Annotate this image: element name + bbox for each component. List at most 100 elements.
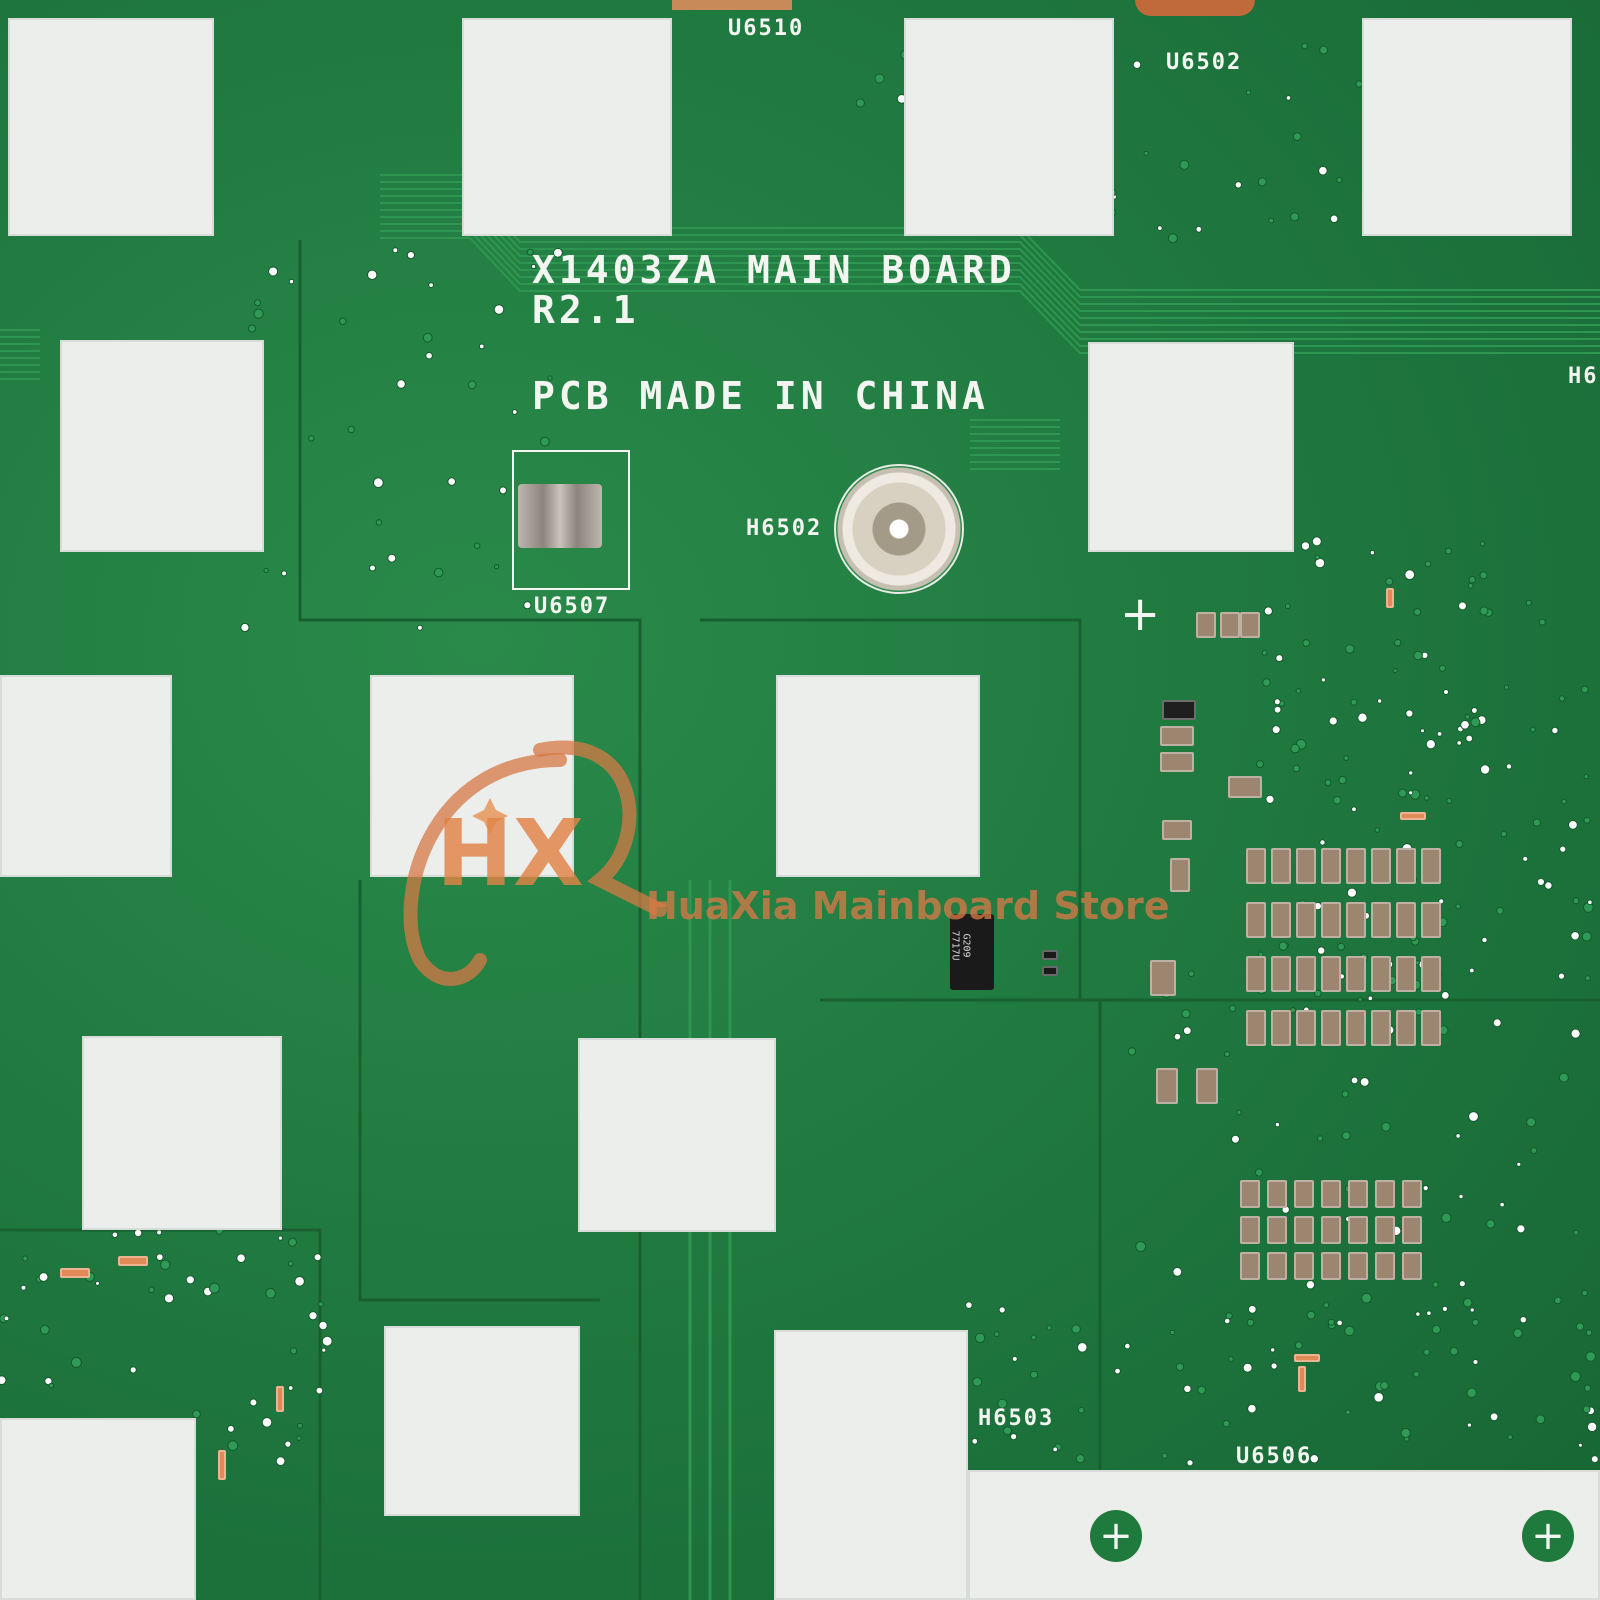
via	[1583, 816, 1591, 824]
capacitor	[1396, 902, 1416, 938]
via	[1186, 1459, 1194, 1467]
capacitor	[1240, 1216, 1260, 1244]
resistor	[1162, 700, 1196, 720]
via	[1305, 1280, 1316, 1290]
via	[1003, 1426, 1012, 1436]
via	[1408, 790, 1414, 796]
via	[1570, 1371, 1581, 1382]
pcb-trace	[380, 174, 1600, 291]
via	[375, 519, 383, 526]
capacitor	[1246, 902, 1266, 938]
via	[1584, 1384, 1592, 1392]
via	[1568, 820, 1578, 830]
via	[1268, 217, 1274, 224]
via	[1246, 1318, 1255, 1327]
refdes-u6506: U6506	[1236, 1444, 1313, 1469]
via	[1460, 720, 1470, 730]
resistor	[60, 1268, 90, 1278]
via	[111, 1231, 119, 1239]
via	[1570, 1028, 1581, 1039]
pcb-trace	[380, 216, 1600, 333]
via	[1536, 877, 1546, 887]
via	[1535, 1414, 1546, 1425]
capacitor	[1267, 1252, 1287, 1280]
via	[1172, 1267, 1183, 1277]
via	[1188, 970, 1195, 978]
via	[1273, 705, 1282, 714]
via	[1324, 779, 1332, 787]
via	[997, 1398, 1008, 1409]
via	[1413, 608, 1422, 616]
via	[1585, 1329, 1593, 1337]
via	[1572, 897, 1580, 905]
via	[467, 380, 477, 390]
via	[321, 1335, 333, 1347]
via	[1361, 1292, 1372, 1304]
via	[1344, 1325, 1355, 1337]
via	[1290, 743, 1300, 754]
board-model-label: X1403ZA MAIN BOARD	[532, 248, 1016, 292]
via	[1262, 678, 1271, 687]
via	[1337, 942, 1345, 951]
via	[1479, 764, 1491, 775]
capacitor	[1246, 1010, 1266, 1046]
via	[240, 622, 250, 633]
capacitor	[1160, 726, 1194, 746]
refdes-h6-edge: H6	[1568, 364, 1599, 389]
capacitor	[1421, 848, 1441, 884]
via	[318, 1320, 328, 1331]
capacitor	[1271, 1010, 1291, 1046]
via	[1124, 1342, 1131, 1350]
mounting-hole-h6502	[834, 464, 964, 594]
via	[1345, 1409, 1351, 1415]
capacitor	[1240, 612, 1260, 638]
pad-row3-1	[0, 675, 172, 877]
via	[1492, 1018, 1502, 1028]
via	[1292, 764, 1301, 773]
via	[44, 1377, 53, 1386]
pad-top-2	[462, 18, 672, 236]
via	[1489, 1412, 1499, 1422]
via	[1486, 1219, 1496, 1229]
capacitor	[1246, 848, 1266, 884]
via	[1554, 1296, 1562, 1305]
capacitor	[1271, 956, 1291, 992]
via	[1135, 1241, 1147, 1252]
via	[155, 1253, 164, 1261]
capacitor	[1321, 848, 1341, 884]
via	[1245, 89, 1252, 96]
via	[1052, 1446, 1059, 1453]
pad-top-4	[1362, 18, 1572, 236]
via	[1462, 1297, 1473, 1308]
via	[1479, 571, 1488, 580]
via	[1516, 1161, 1522, 1167]
via	[1273, 698, 1281, 706]
via	[1445, 547, 1452, 555]
capacitor	[1296, 848, 1316, 884]
capacitor	[1267, 1180, 1287, 1208]
via	[1319, 45, 1328, 55]
capacitor	[1348, 1216, 1368, 1244]
via	[1132, 60, 1142, 69]
via	[1228, 1356, 1234, 1362]
capacitor	[1240, 1252, 1260, 1280]
capacitor	[1294, 1252, 1314, 1280]
via	[1257, 177, 1267, 187]
via	[1530, 1147, 1538, 1154]
capacitor	[1396, 1010, 1416, 1046]
via	[447, 477, 457, 486]
pad-row4-2	[578, 1038, 776, 1232]
resistor	[1298, 1366, 1306, 1392]
capacitor	[1296, 1010, 1316, 1046]
via	[1422, 1185, 1429, 1192]
via	[547, 375, 553, 381]
via	[1394, 639, 1402, 647]
via	[406, 251, 415, 260]
via	[1467, 582, 1474, 589]
capacitor	[1375, 1180, 1395, 1208]
via	[1573, 1229, 1579, 1236]
via	[1357, 996, 1363, 1002]
via	[1426, 1310, 1432, 1316]
pad-row3-3	[776, 675, 980, 877]
via	[1270, 1362, 1278, 1370]
